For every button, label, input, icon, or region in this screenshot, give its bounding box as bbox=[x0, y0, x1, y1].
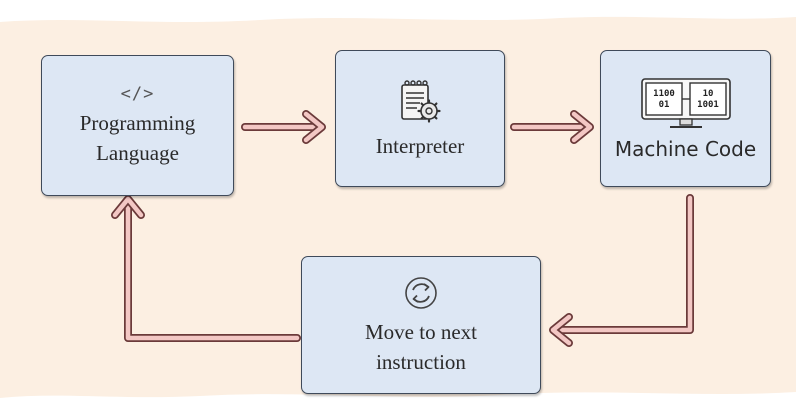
arrow-interpreter-to-machine bbox=[510, 110, 594, 144]
node-label: Interpreter bbox=[375, 133, 465, 158]
node-label-line2: instruction bbox=[376, 350, 466, 374]
node-label-line2: Language bbox=[96, 140, 179, 165]
node-label-line1: Move to next bbox=[365, 320, 477, 344]
node-label: Machine Code bbox=[614, 136, 757, 161]
node-interpreter: Interpreter bbox=[335, 50, 505, 187]
node-machine-code: 1100 01 10 1001 Machine Code bbox=[600, 50, 771, 187]
screen-left-line1: 1100 bbox=[653, 89, 675, 99]
binary-monitor-icon: 1100 01 10 1001 bbox=[640, 77, 731, 128]
screen-left-line2: 01 bbox=[658, 100, 669, 110]
screen-right-line2: 1001 bbox=[697, 100, 719, 110]
arrow-machine-to-move bbox=[549, 194, 694, 347]
node-label-line1: Programming bbox=[79, 110, 196, 135]
document-gear-icon bbox=[401, 79, 441, 123]
arrow-lang-to-interpreter bbox=[241, 110, 326, 144]
arrow-move-to-lang bbox=[111, 195, 301, 342]
node-move-next: Move to next instruction bbox=[301, 256, 541, 394]
refresh-cycle-icon bbox=[405, 277, 437, 309]
screen-right-line1: 10 bbox=[702, 89, 713, 99]
node-programming-language: </> Programming Language bbox=[41, 55, 234, 196]
code-brackets-icon: </> bbox=[120, 83, 155, 104]
